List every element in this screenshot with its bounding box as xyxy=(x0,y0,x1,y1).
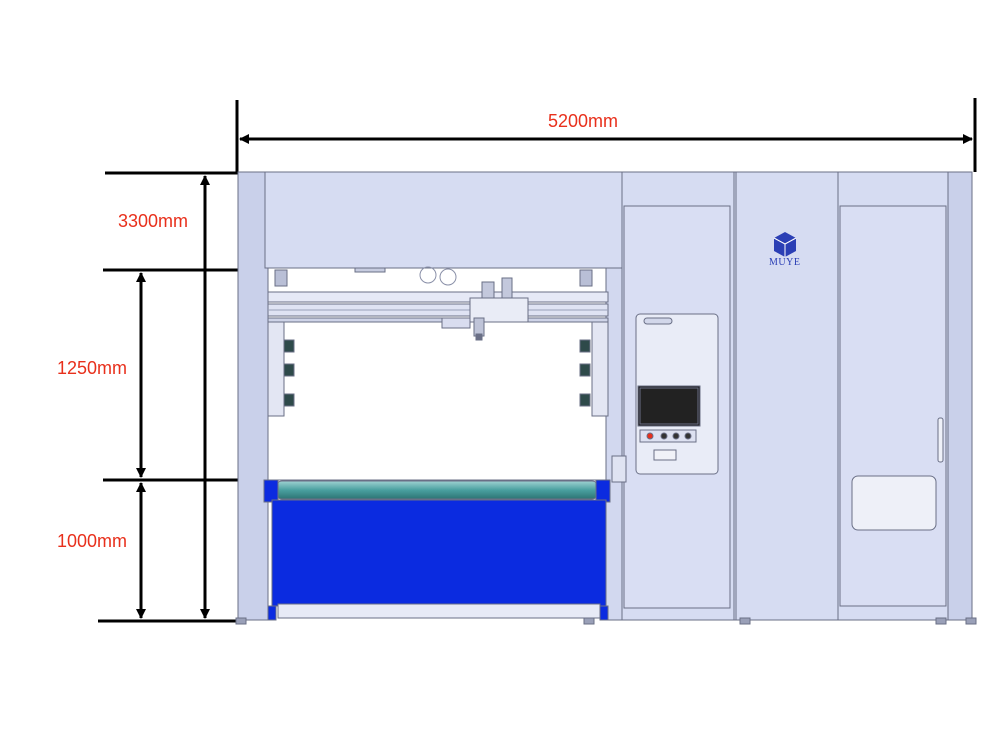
right-clamp-2 xyxy=(579,363,591,377)
base-tray xyxy=(277,603,601,619)
left-frame-column xyxy=(237,171,269,621)
dimension-lines xyxy=(98,98,977,623)
upper-housing xyxy=(264,171,624,269)
right-clamp-1 xyxy=(579,339,591,353)
door-handle xyxy=(937,417,944,463)
opening-right-post xyxy=(605,267,624,621)
roller-end-left xyxy=(263,479,279,503)
work-opening xyxy=(267,267,609,481)
base-height-dimension-label: 1000mm xyxy=(57,531,128,551)
cube-logo-icon xyxy=(773,232,797,257)
opening-height-dimension-label: 1250mm xyxy=(57,358,128,378)
gantry-bracket-left xyxy=(274,269,288,287)
gantry-bracket-right xyxy=(579,269,593,287)
gantry-rail xyxy=(267,291,609,303)
inspection-window xyxy=(851,475,937,531)
left-clamp-3 xyxy=(283,393,295,407)
emergency-stop xyxy=(646,432,654,440)
right-clamp-3 xyxy=(579,393,591,407)
base-tank xyxy=(271,499,607,607)
tool-spindle xyxy=(473,317,485,337)
right-frame-column xyxy=(947,171,973,621)
brand-name: MUYE xyxy=(769,257,801,268)
roller xyxy=(275,480,599,500)
left-clamp-2 xyxy=(283,363,295,377)
right-guide xyxy=(591,321,609,417)
total-height-dimension-label: 3300mm xyxy=(118,211,189,231)
width-dimension-label: 5200mm xyxy=(548,111,619,131)
roller-end-right xyxy=(595,479,611,503)
left-clamp-1 xyxy=(283,339,295,353)
right-cabinet-door xyxy=(839,205,947,607)
left-guide xyxy=(267,321,285,417)
machine-body xyxy=(235,171,977,625)
